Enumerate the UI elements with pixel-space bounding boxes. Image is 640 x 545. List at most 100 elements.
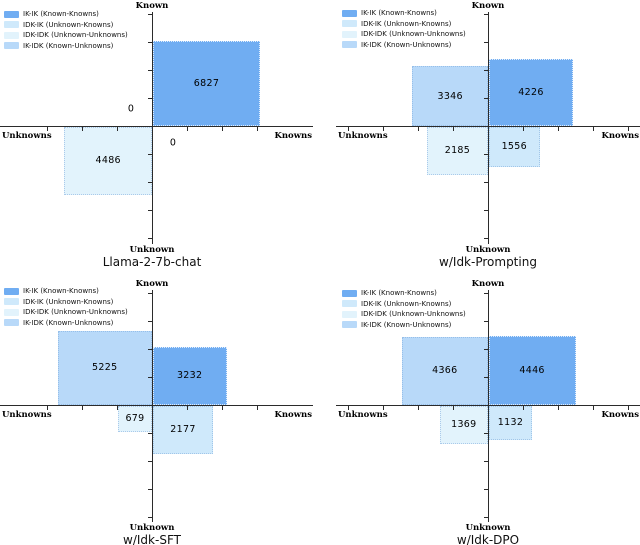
- axis-tick: [148, 237, 152, 239]
- quadrant-value: 2185: [444, 145, 471, 157]
- chart-idk-dpo: IK-IK (Known-Knowns) IDK-IK (Unknown-Kno…: [320, 273, 640, 545]
- axis-tick: [148, 432, 152, 434]
- legend: IK-IK (Known-Knowns) IDK-IK (Unknown-Kno…: [342, 9, 466, 49]
- legend-item-idk-idk: IDK-IDK (Unknown-Unknowns): [342, 310, 466, 318]
- legend-label: IDK-IK (Unknown-Knowns): [361, 19, 452, 28]
- axis-tick: [452, 127, 454, 131]
- axis-label-knowns: Knowns: [274, 410, 312, 420]
- axis-tick: [347, 406, 349, 410]
- legend-swatch-idk-idk: [4, 31, 19, 39]
- axis-tick: [148, 153, 152, 155]
- quadrant-value: 6827: [193, 77, 220, 89]
- quadrant-value: 0: [169, 137, 177, 149]
- quadrant-value: 5225: [92, 362, 118, 374]
- axis-tick: [417, 127, 419, 131]
- legend-label: IK-IDK (Known-Unknowns): [23, 41, 114, 50]
- chart-title: Llama-2-7b-chat: [102, 255, 202, 269]
- legend-item-ik-ik: IK-IK (Known-Knowns): [4, 287, 128, 295]
- legend-item-idk-idk: IDK-IDK (Unknown-Unknowns): [4, 308, 128, 316]
- legend-label: IK-IK (Known-Knowns): [23, 10, 99, 18]
- legend-swatch-ik-ik: [342, 9, 357, 17]
- axis-tick: [627, 406, 629, 410]
- legend-swatch-idk-ik: [4, 21, 19, 28]
- quadrant-known-knowns: 4226: [488, 59, 574, 126]
- legend-swatch-idk-idk: [4, 308, 19, 316]
- legend-swatch-ik-idk: [4, 42, 19, 49]
- axis-tick: [484, 153, 488, 155]
- quadrant-known-unknowns: 4366: [401, 337, 488, 405]
- quadrant-value: 1556: [501, 141, 527, 153]
- axis-tick: [484, 237, 488, 239]
- axis-tick: [592, 406, 594, 410]
- legend-swatch-ik-idk: [4, 319, 19, 326]
- legend-item-ik-ik: IK-IK (Known-Knowns): [342, 9, 466, 17]
- axis-label-unknown: Unknown: [465, 523, 511, 533]
- axis-tick: [522, 406, 524, 410]
- axis-label-unknowns: Unknowns: [338, 410, 388, 420]
- legend-label: IDK-IDK (Unknown-Unknowns): [23, 31, 128, 39]
- legend-swatch-idk-idk: [342, 30, 357, 38]
- axis-tick: [81, 127, 83, 131]
- quadrant-known-knowns: 6827: [152, 40, 261, 126]
- chart-title: w/Idk-SFT: [123, 533, 181, 545]
- axis-tick: [221, 127, 223, 131]
- axis-tick: [557, 406, 559, 410]
- axis-tick: [522, 127, 524, 131]
- quadrant-unknown-unknowns: 2185: [426, 126, 488, 175]
- axis-tick: [148, 97, 152, 99]
- axis-tick: [484, 97, 488, 99]
- legend-label: IK-IK (Known-Knowns): [361, 9, 437, 17]
- axis-label-unknowns: Unknowns: [338, 131, 388, 141]
- legend-label: IK-IK (Known-Knowns): [23, 287, 99, 295]
- axis-tick: [484, 41, 488, 43]
- axis-label-unknown: Unknown: [129, 523, 175, 533]
- chart-llama-2-7b-chat: IK-IK (Known-Knowns) IDK-IK (Unknown-Kno…: [0, 0, 320, 272]
- axis-tick: [382, 127, 384, 131]
- quadrant-unknown-unknowns: 4486: [64, 126, 152, 196]
- legend-label: IDK-IK (Unknown-Knowns): [361, 299, 452, 308]
- axis-label-unknowns: Unknowns: [2, 131, 52, 141]
- legend-swatch-idk-ik: [4, 298, 19, 305]
- axis-label-known: Known: [471, 1, 505, 11]
- quadrant-value: 3232: [176, 370, 203, 382]
- quadrant-value: 679: [125, 413, 145, 425]
- quadrant-known-unknowns: 3346: [412, 66, 488, 126]
- legend-item-ik-idk: IK-IDK (Known-Unknowns): [4, 42, 128, 50]
- axis-tick: [627, 127, 629, 131]
- quadrant-known-unknowns: 5225: [57, 330, 152, 405]
- axis-tick: [148, 181, 152, 183]
- axis-label-known: Known: [135, 1, 169, 11]
- legend-item-idk-ik: IDK-IK (Unknown-Knowns): [4, 298, 128, 306]
- legend-label: IK-IDK (Known-Unknowns): [361, 320, 452, 329]
- quadrant-value: 1132: [497, 417, 524, 429]
- quadrant-value: 0: [127, 103, 135, 115]
- legend-item-idk-idk: IDK-IDK (Unknown-Unknowns): [4, 31, 128, 39]
- chart-idk-sft: IK-IK (Known-Knowns) IDK-IK (Unknown-Kno…: [0, 273, 320, 545]
- axis-tick: [148, 13, 152, 15]
- legend-swatch-ik-idk: [342, 41, 357, 48]
- legend-swatch-idk-idk: [342, 310, 357, 318]
- quadrant-unknown-unknowns: 1369: [439, 405, 488, 444]
- axis-tick: [484, 209, 488, 211]
- axis-tick: [484, 13, 488, 15]
- axis-tick: [484, 181, 488, 183]
- legend: IK-IK (Known-Knowns) IDK-IK (Unknown-Kno…: [4, 287, 128, 327]
- legend: IK-IK (Known-Knowns) IDK-IK (Unknown-Kno…: [342, 289, 466, 329]
- quadrant-known-knowns: 3232: [152, 346, 227, 405]
- axis-tick: [484, 69, 488, 71]
- quadrant-unknown-knowns: 1132: [488, 405, 533, 441]
- axis-tick: [148, 41, 152, 43]
- quadrant-value: 3346: [437, 90, 463, 102]
- axis-tick: [148, 460, 152, 462]
- axis-tick: [484, 432, 488, 434]
- axis-tick: [46, 127, 48, 131]
- legend-label: IDK-IK (Unknown-Knowns): [23, 20, 114, 29]
- axis-tick: [186, 127, 188, 131]
- quadrant-value: 4486: [95, 155, 121, 167]
- legend-item-ik-ik: IK-IK (Known-Knowns): [342, 289, 466, 297]
- axis-tick: [256, 127, 258, 131]
- legend-swatch-ik-ik: [342, 289, 357, 297]
- axis-label-known: Known: [471, 279, 505, 289]
- axis-tick: [186, 406, 188, 410]
